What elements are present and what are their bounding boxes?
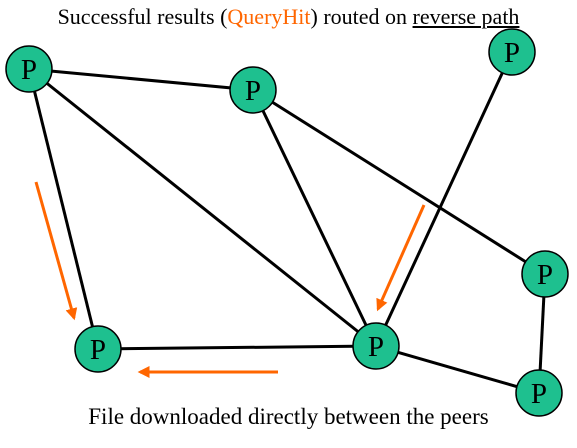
peer-label: P [504,37,520,69]
edge-n2-n6 [252,88,546,276]
queryhit-term: QueryHit [227,4,311,29]
caption-text-1: Successful results ( [57,4,228,29]
peer-node: P [521,250,569,298]
peer-node: P [229,66,277,114]
edge-n5-n7 [375,344,540,395]
edge-n1-n2 [28,67,254,92]
reverse-path-term: reverse path [412,4,520,29]
peer-circle [229,66,277,114]
peer-label: P [21,54,37,86]
peer-circle [74,325,122,373]
peer-label: P [537,259,553,291]
edges [27,51,547,395]
peer-node: P [5,45,53,93]
peer-node: P [515,369,563,417]
top-caption: Successful results (QueryHit) routed on … [0,4,577,30]
peer-circle [488,28,536,76]
peer-circle [521,250,569,298]
reverse-path-arrows [34,181,426,378]
edge-n3-n5 [374,51,514,347]
bottom-caption: File downloaded directly between the pee… [88,404,489,429]
peer-node: P [488,28,536,76]
peer-label: P [90,334,106,366]
arrow-into-center [376,204,426,312]
edge-n2-n5 [251,89,378,347]
arrow-down-left [34,181,78,321]
peer-circle [352,322,400,370]
peer-circle [5,45,53,93]
caption-text-2: ) routed on [310,4,413,29]
peer-node: P [74,325,122,373]
peer-label: P [245,75,261,107]
peer-node: P [352,322,400,370]
peers: P P P P P P P [5,28,569,417]
peer-label: P [368,331,384,363]
peer-circle [515,369,563,417]
edge-n4-n5 [97,344,377,351]
edge-n1-n4 [27,68,100,350]
edge-n1-n5 [28,67,377,348]
peer-label: P [531,378,547,410]
